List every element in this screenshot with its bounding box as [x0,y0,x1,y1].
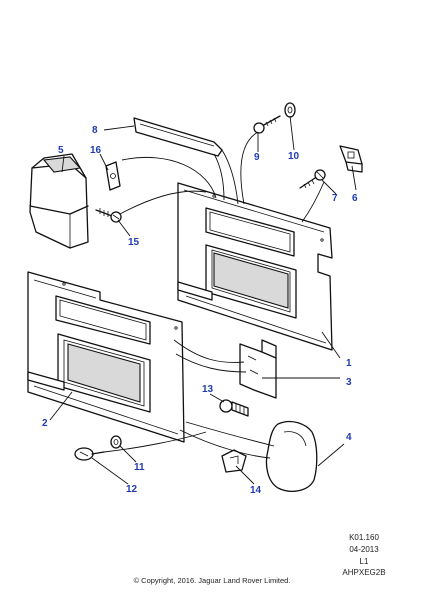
callout-6: 6 [352,193,358,204]
trim-panel-left [27,271,185,443]
callout-16: 16 [90,145,102,156]
screw-15 [95,208,122,223]
bracket [239,339,277,399]
retaining-clip [221,449,247,473]
callout-leaders [49,115,357,485]
seal-cover [265,420,318,492]
callout-14: 14 [250,485,262,496]
callout-7: 7 [332,193,338,204]
callout-10: 10 [288,151,300,162]
diagram-level: L1 [359,557,369,566]
screw-7 [299,169,326,189]
washer-11 [110,435,122,449]
trim-panel-right [177,182,333,351]
callout-5: 5 [58,145,64,156]
routing-lines [103,131,325,459]
callout-12: 12 [126,484,138,495]
callout-8: 8 [92,125,98,136]
push-fastener [74,447,105,461]
callout-3: 3 [346,377,352,388]
bolt-9 [253,115,281,134]
callout-11: 11 [134,462,145,473]
callout-4: 4 [346,432,352,443]
stowage-bin [29,153,89,249]
grab-handle [133,117,223,157]
clip-16 [105,161,121,191]
callout-9: 9 [254,152,260,163]
callout-1: 1 [346,358,352,369]
washer-10 [284,102,296,118]
spring-clip [339,145,363,173]
callout-labels: 1 2 3 4 5 6 7 8 9 10 11 12 13 14 15 16 [42,125,358,496]
diagram-code: K01.160 [349,533,379,542]
diagram-reference: AHPXEG2B [342,568,386,577]
callout-13: 13 [202,384,214,395]
screw-13 [219,399,249,417]
callout-15: 15 [128,237,140,248]
callout-2: 2 [42,418,48,429]
diagram-date: 04-2013 [349,545,379,554]
copyright-notice: © Copyright, 2016. Jaguar Land Rover Lim… [133,576,291,585]
